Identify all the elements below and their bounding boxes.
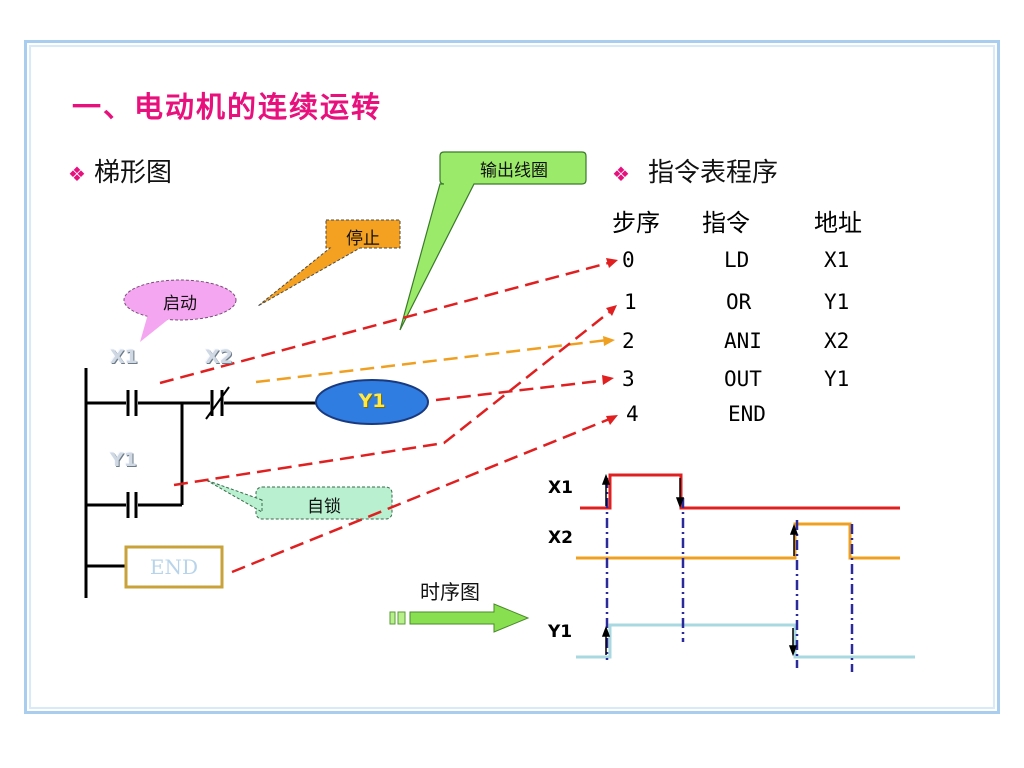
output-coil-callout: 输出线圈	[480, 161, 548, 181]
start-callout-bubble	[123, 279, 237, 321]
end-instruction-box	[124, 545, 224, 589]
wave-y1	[576, 623, 915, 659]
self-lock-callout-tail	[205, 479, 263, 513]
row-addr: Y1	[824, 367, 850, 391]
up-arrow-icon	[601, 625, 611, 637]
arrowhead-icon	[606, 258, 618, 268]
instruction-heading: ❖ 指令表程序	[612, 152, 778, 189]
start-callout: 启动	[163, 294, 197, 314]
self-lock-callout: 自锁	[307, 497, 341, 517]
end-box-label: END	[149, 555, 199, 579]
stop-callout-bubble	[257, 219, 401, 307]
coil-y1-label: Y1	[358, 390, 386, 412]
contact-x2-label: X2	[205, 346, 233, 368]
timing-label-y1: Y1	[548, 622, 573, 642]
arrow-y1-contact-to-or	[173, 309, 613, 487]
wave-x1	[580, 473, 900, 510]
timing-diagram-label: 时序图	[420, 580, 480, 604]
timing-guides	[605, 478, 854, 672]
timing-label-x1: X1	[548, 478, 573, 498]
mapping-arrows	[159, 260, 613, 574]
arrow-end-to-end	[231, 416, 613, 574]
arrowhead-icon	[606, 415, 618, 425]
stop-callout: 停止	[346, 229, 380, 249]
arrow-y1-to-out	[435, 378, 609, 402]
col-header-step: 步序	[612, 209, 660, 237]
down-arrow-icon	[788, 645, 798, 657]
row-addr: X1	[824, 248, 850, 272]
row-step: 4	[626, 402, 639, 426]
page-title: 一、电动机的连续运转	[72, 90, 383, 124]
arrowheads	[602, 258, 618, 425]
contact-x1-label: X1	[110, 346, 138, 368]
row-step: 3	[622, 367, 635, 391]
row-op: END	[728, 402, 766, 426]
col-header-instruction: 指令	[702, 209, 750, 237]
row-step: 0	[622, 248, 635, 272]
wave-x2	[576, 522, 900, 560]
row-step: 1	[624, 290, 637, 314]
arrow-x2-to-ani	[255, 338, 609, 384]
x2-normally-closed-slash	[205, 386, 230, 420]
row-op: OUT	[724, 367, 762, 391]
row-addr: Y1	[824, 290, 850, 314]
start-callout-tail	[140, 314, 170, 342]
ladder-heading-text: 梯形图	[93, 158, 172, 188]
arrow-x1-to-ld	[159, 260, 613, 385]
arrowhead-icon	[602, 375, 614, 385]
row-op: OR	[726, 290, 752, 314]
diamond-bullet-icon: ❖	[612, 162, 630, 186]
timing-arrow-graphic	[389, 603, 530, 633]
up-arrow-icon	[789, 523, 799, 535]
up-arrow-icon	[601, 473, 611, 485]
output-coil-callout-bubble	[399, 151, 587, 331]
row-op: LD	[724, 248, 750, 272]
arrow-stripe	[397, 611, 406, 625]
contact-y1-label: Y1	[110, 449, 137, 471]
col-header-address: 地址	[814, 209, 862, 237]
timing-label-x2: X2	[548, 528, 573, 548]
y1-output-coil	[315, 379, 429, 425]
ladder-heading: ❖ 梯形图	[68, 152, 172, 189]
arrowhead-icon	[603, 336, 615, 346]
right-arrow-icon	[409, 603, 530, 633]
diamond-bullet-icon: ❖	[68, 162, 86, 186]
ladder-diagram	[84, 368, 318, 598]
down-arrow-icon	[675, 497, 685, 509]
row-addr: X2	[824, 329, 850, 353]
timing-waveforms	[576, 473, 915, 659]
row-step: 2	[622, 329, 635, 353]
timing-edge-arrows	[601, 473, 799, 657]
row-op: ANI	[724, 329, 762, 353]
arrow-stripe	[389, 611, 396, 625]
instruction-heading-text: 指令表程序	[647, 158, 778, 188]
arrowhead-icon	[606, 305, 617, 316]
